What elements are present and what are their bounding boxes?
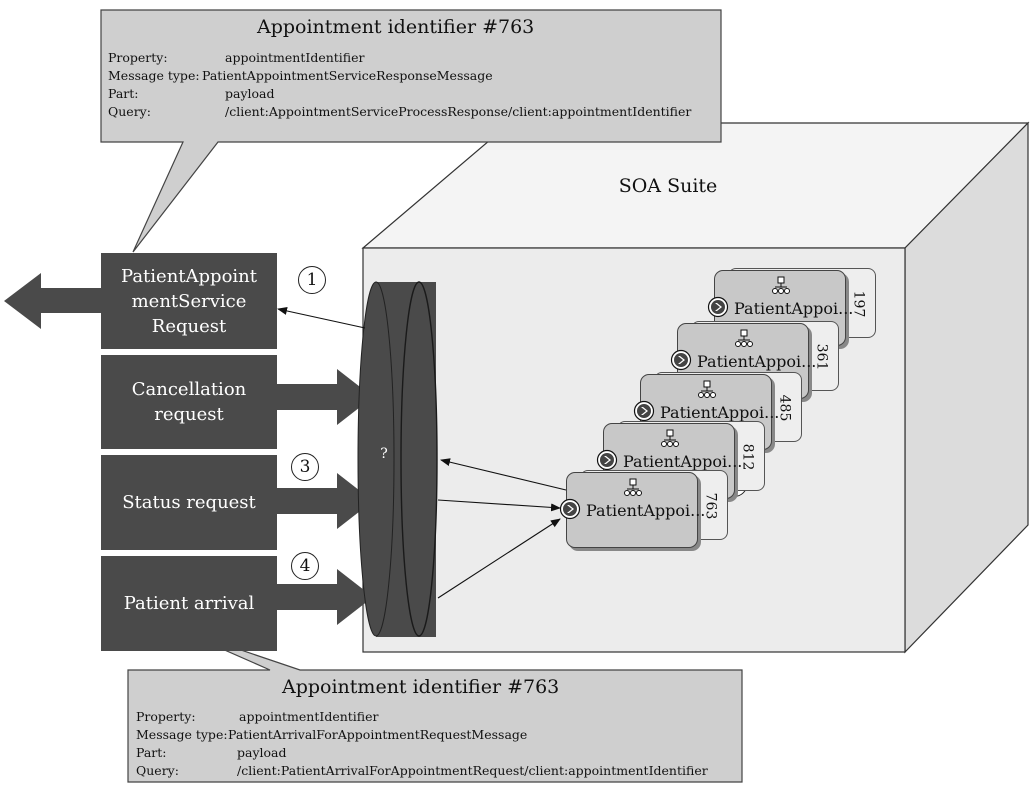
top-callout-row: Property:appointmentIdentifier — [108, 50, 365, 65]
arrow-right-icon — [277, 369, 373, 425]
process-tree-icon — [772, 276, 790, 294]
connector-to-instance-a — [437, 499, 561, 512]
arrow-left-icon — [4, 273, 101, 329]
connector-from-instance — [440, 458, 567, 491]
soa-suite-label: SOA Suite — [619, 175, 718, 197]
process-tree-icon — [624, 478, 642, 496]
process-start-icon — [559, 498, 581, 520]
router-label: ? — [380, 446, 388, 462]
connector-response — [277, 307, 366, 329]
soa-suite-container — [361, 121, 1030, 654]
step-number-badge: 3 — [291, 453, 319, 481]
message-box-appointment-request: PatientAppoint mentService Request — [101, 253, 277, 349]
top-callout-shape — [100, 9, 722, 253]
step-number-badge: 1 — [298, 266, 326, 294]
connector-to-instance-b — [437, 518, 561, 599]
top-callout-title: Appointment identifier #763 — [257, 16, 535, 38]
router-cylinder — [357, 281, 438, 637]
bottom-callout-title: Appointment identifier #763 — [282, 676, 560, 698]
process-tree-icon — [698, 380, 716, 398]
process-start-icon — [670, 349, 692, 371]
message-box-patient-arrival: Patient arrival — [101, 556, 277, 651]
bottom-callout-row: Property:appointmentIdentifier — [136, 709, 379, 724]
top-callout-row: Part:payload — [108, 86, 275, 101]
arrow-right-icon — [277, 473, 373, 529]
process-start-icon — [596, 449, 618, 471]
instance-label: PatientAppoi... — [660, 403, 780, 422]
process-tree-icon — [661, 429, 679, 447]
bottom-callout-row: Part:payload — [136, 745, 287, 760]
bottom-callout-row: Message type:PatientArrivalForAppointmen… — [136, 727, 528, 742]
step-number-badge: 4 — [291, 552, 319, 580]
process-start-icon — [633, 400, 655, 422]
bottom-callout-row: Query:/client:PatientArrivalForAppointme… — [136, 763, 708, 778]
arrow-right-icon — [277, 569, 373, 625]
instance-label: PatientAppoi... — [623, 452, 743, 471]
message-box-cancellation: Cancellation request — [101, 355, 277, 449]
message-box-status: Status request — [101, 455, 277, 550]
top-callout-row: Query:/client:AppointmentServiceProcessR… — [108, 104, 692, 119]
instance-label: PatientAppoi... — [697, 352, 817, 371]
instance-label: PatientAppoi... — [734, 299, 854, 318]
top-callout-row: Message type:PatientAppointmentServiceRe… — [108, 68, 493, 83]
instance-label: PatientAppoi... — [586, 501, 706, 520]
process-tree-icon — [735, 329, 753, 347]
process-start-icon — [707, 296, 729, 318]
bottom-callout-shape — [127, 625, 743, 783]
connectors — [277, 307, 567, 599]
